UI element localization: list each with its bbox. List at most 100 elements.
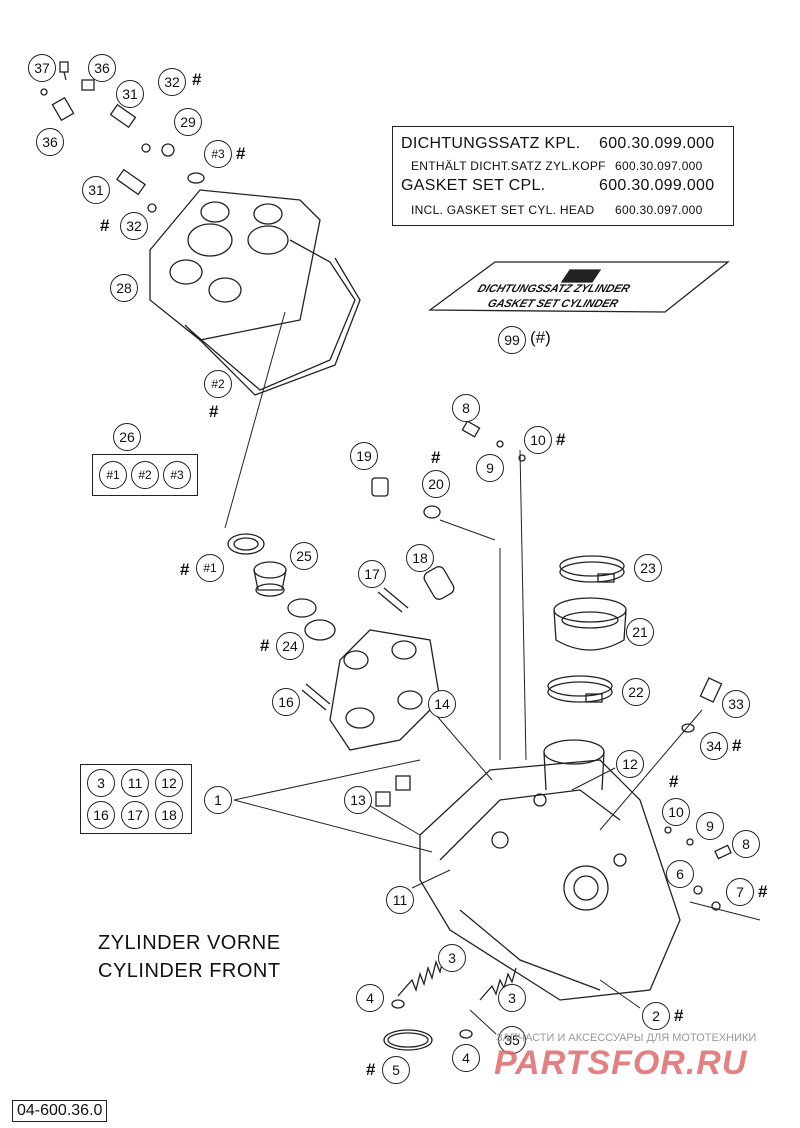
gasket-kit-card-drawing: [428, 261, 730, 313]
callout-1: 1: [204, 786, 232, 814]
hash-10-right: #: [669, 772, 679, 791]
callout-35: 35: [498, 1026, 526, 1054]
kit-card-text-1: DICHTUNGSSATZ ZYLINDER: [475, 283, 632, 295]
hash-7: #: [758, 882, 768, 901]
group-1-item-18: 18: [155, 801, 183, 829]
gasket-set-label-3: GASKET SET CPL.: [401, 177, 546, 194]
bolt-16-drawing: [301, 683, 331, 711]
hash-32-top: #: [192, 70, 202, 89]
leader-lines: [224, 311, 761, 1035]
group-1-item-12: 12: [155, 769, 183, 797]
callout-22: 22: [622, 678, 650, 706]
callout-4-right: 4: [452, 1044, 480, 1072]
callout-23: 23: [634, 554, 662, 582]
watermark-tagline: ЗАПЧАСТИ И АКСЕССУАРЫ ДЛЯ МОТОТЕХНИКИ: [496, 1032, 757, 1044]
clamp-23-drawing: [559, 555, 625, 583]
callout-36-top: 36: [88, 54, 116, 82]
valve-seal-13-drawing: [375, 775, 411, 807]
oring-1-drawing: [227, 533, 265, 555]
gasket-set-label-2: ENTHÄLT DICHT.SATZ ZYL.KOPF: [411, 159, 606, 173]
bolt-37-drawing: [59, 61, 69, 81]
callout-hash-2: #2: [204, 370, 232, 398]
callout-32-mid: 32: [120, 212, 148, 240]
callout-9-right: 9: [696, 812, 724, 840]
callout-18: 18: [406, 544, 434, 572]
callout-11: 11: [386, 886, 414, 914]
callout-28: 28: [110, 274, 138, 302]
hash-32-mid: #: [100, 216, 110, 235]
callout-7: 7: [726, 878, 754, 906]
callout-34: 34: [700, 732, 728, 760]
hash-34: #: [732, 736, 742, 755]
callout-3-right: 3: [498, 984, 526, 1012]
callout-99-label: (#): [530, 328, 551, 347]
sensor-33-drawing: [681, 677, 723, 733]
callout-99: 99: [498, 326, 526, 354]
group-26-item-2: #2: [131, 461, 159, 489]
callout-21: 21: [626, 618, 654, 646]
camshaft-bearing-drawing: [329, 629, 441, 751]
hash-20: #: [431, 448, 441, 467]
gasket-set-number-1: 600.30.099.000: [599, 135, 715, 152]
group-1-item-11: 11: [121, 769, 149, 797]
callout-31-mid: 31: [82, 176, 110, 204]
callout-36-left: 36: [36, 128, 64, 156]
callout-29: 29: [174, 108, 202, 136]
callout-9-top: 9: [476, 454, 504, 482]
breather-31b-drawing: [116, 168, 157, 213]
hash-2: #: [674, 1006, 684, 1025]
spring-3a-drawing: [391, 955, 445, 1009]
callout-33: 33: [722, 690, 750, 718]
intake-rubber-21-drawing: [553, 597, 627, 651]
callout-19: 19: [350, 442, 378, 470]
callout-37: 37: [28, 54, 56, 82]
watermark-logo: PARTSFOR.RU: [494, 1044, 748, 1082]
callout-12: 12: [616, 750, 644, 778]
callout-31-top: 31: [116, 80, 144, 108]
hash-5: #: [366, 1060, 376, 1079]
cup-25-drawing: [253, 561, 336, 641]
callout-3-left: 3: [438, 944, 466, 972]
callout-hash-3: #3: [204, 140, 232, 168]
callout-20: 20: [422, 470, 450, 498]
cylinder-head-drawing: [419, 739, 681, 1001]
diagram-code: 04-600.36.0: [12, 1100, 108, 1122]
hash-10-top: #: [556, 430, 566, 449]
group-1-item-16: 16: [87, 801, 115, 829]
gasket-set-info-box: DICHTUNGSSATZ KPL. 600.30.099.000 ENTHÄL…: [392, 126, 734, 226]
valve-cover-28-drawing: [149, 189, 361, 396]
hash-3-mark: #: [236, 144, 246, 163]
callout-32-top: 32: [158, 68, 186, 96]
group-26-item-3: #3: [163, 461, 191, 489]
title-english: CYLINDER FRONT: [98, 960, 281, 982]
callout-hash-1: #1: [196, 554, 224, 582]
hash-2-mark: #: [209, 402, 219, 421]
gasket-set-number-3: 600.30.099.000: [599, 177, 715, 194]
callout-6: 6: [666, 860, 694, 888]
gasket-set-label-4: INCL. GASKET SET CYL. HEAD: [411, 203, 595, 217]
callout-24: 24: [276, 632, 304, 660]
group-1-item-3: 3: [87, 769, 115, 797]
group-26-box: #1 #2 #3: [92, 454, 198, 496]
group-1-box: 3 11 12 16 17 18: [80, 764, 192, 834]
hash-24: #: [260, 636, 270, 655]
clamp-22-drawing: [547, 675, 613, 703]
gasket-set-number-2: 600.30.097.000: [615, 159, 703, 173]
callout-10-top: 10: [524, 426, 552, 454]
gasket-set-label-1: DICHTUNGSSATZ KPL.: [401, 135, 581, 152]
group-1-item-17: 17: [121, 801, 149, 829]
callout-17: 17: [358, 560, 386, 588]
callout-5: 5: [382, 1056, 410, 1084]
bolt-17-drawing: [377, 587, 409, 613]
kit-card-text-2: GASKET SET CYLINDER: [485, 298, 620, 310]
fittings-right-drawing: [664, 826, 732, 911]
fitting-36-drawing: [40, 79, 95, 122]
callout-26: 26: [113, 423, 141, 451]
group-26-item-1: #1: [99, 461, 127, 489]
callout-8-top: 8: [452, 394, 480, 422]
hash-1-left: #: [180, 560, 190, 579]
callout-4-left: 4: [356, 984, 384, 1012]
spring-3b-drawing: [459, 967, 517, 1039]
oring-5-drawing: [383, 1029, 433, 1051]
